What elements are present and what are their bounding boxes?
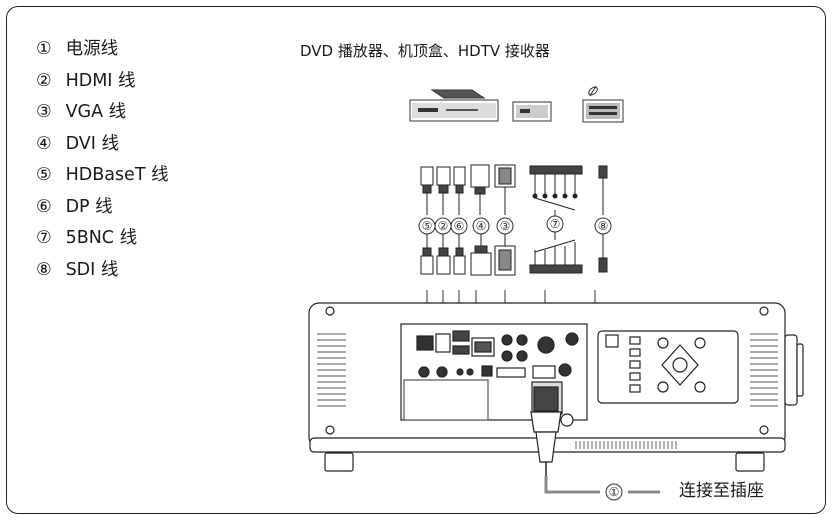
dp-plug-icon [453,166,466,215]
callout-hdmi: ② [434,217,452,235]
callout-power: ① [605,483,623,501]
outlet-label: 连接至插座 [679,481,764,501]
cable-callouts: ⑤ ② ⑥ ④ ③ ⑦ ⑧ [418,215,612,235]
lan-port [435,333,451,353]
svg-text:②: ② [438,219,449,233]
hdbaset-plug-icon [420,166,434,215]
5bnc-plugs-icon [529,165,583,216]
bottom-vent [575,441,677,449]
vent-left [317,333,346,407]
legend-item-sdi: ⑧ SDI 线 [36,259,119,280]
legend-item-5bnc: ⑦ 5BNC 线 [36,228,138,248]
hdtv-receiver-icon [582,85,624,123]
legend-item-hdbaset: ⑤ HDBaseT 线 [36,165,169,185]
power-cord [544,476,600,494]
callout-sdi: ⑧ [594,217,612,235]
svg-text:⑥: ⑥ [454,219,465,233]
svg-text:⑧: ⑧ [598,219,609,233]
svg-text:①: ① [609,485,620,499]
sdi-plug-icon [598,165,608,215]
svg-text:③: ③ [500,219,511,233]
dvi-plug-icon [470,164,490,215]
projector-illustration [308,302,804,472]
projector-lens-ring [784,334,798,406]
source-devices-title: DVD 播放器、机顶盒、HDTV 接收器 [300,42,550,60]
bnc-port [537,336,555,354]
vga-plug-icon [494,164,516,215]
vent-right [750,333,778,407]
svg-text:④: ④ [476,219,487,233]
cable-plugs-top [420,164,608,216]
legend-item-hdmi: ② HDMI 线 [36,70,136,91]
power-plug-icon [530,386,562,476]
legend-item-dvi: ④ DVI 线 [36,133,119,154]
cable-legend: ① 电源线 ② HDMI 线 ③ VGA 线 ④ DVI 线 ⑤ HDBaseT… [36,34,169,286]
legend-item-dp: ⑥ DP 线 [36,196,113,217]
sdi-port [565,332,579,346]
hdmi-plug-icon [436,166,451,215]
diagram-frame [6,6,826,514]
hdbaset-port [416,335,434,351]
projector-foot-right [735,452,765,472]
legend-item-power: ① 电源线 [36,39,119,59]
callout-dp: ⑥ [450,217,468,235]
svg-text:⑦: ⑦ [550,217,561,231]
svg-text:⑤: ⑤ [422,219,433,233]
input-ports [416,330,579,379]
source-devices [409,85,624,123]
callout-hdbaset: ⑤ [418,217,436,235]
projector-foot-left [324,452,354,472]
hdmi-port [452,330,470,342]
set-top-box-icon [512,101,552,122]
callout-5bnc: ⑦ [546,215,564,233]
legend-item-vga: ③ VGA 线 [36,102,127,122]
cable-plugs-bottom [420,232,608,276]
dp-port [452,345,470,355]
callout-dvi: ④ [472,217,490,235]
callout-vga: ③ [496,217,514,235]
dvd-player-icon [409,89,499,122]
